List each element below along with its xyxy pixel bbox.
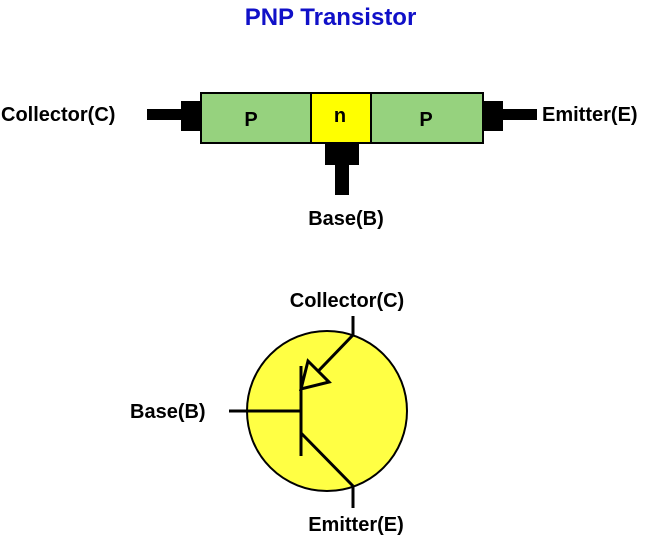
p-region-right: [370, 92, 484, 144]
diagram-title: PNP Transistor: [244, 4, 417, 31]
structure-base-label: Base(B): [308, 208, 384, 230]
collector-lead: [147, 109, 183, 120]
collector-contact: [181, 101, 201, 131]
n-region-label: n: [334, 105, 346, 127]
symbol-emitter-label: Emitter(E): [308, 514, 404, 536]
symbol-emitter-line: [299, 431, 355, 488]
p-region-left-label: P: [244, 109, 257, 131]
symbol-collector-label: Collector(C): [290, 290, 404, 312]
n-region: [310, 92, 372, 144]
structure-collector-label: Collector(C): [1, 104, 115, 126]
base-lead: [335, 163, 349, 195]
structure-emitter-label: Emitter(E): [542, 104, 638, 126]
transistor-symbol: Collector(C) Base(B) Emitter(E): [130, 290, 408, 536]
emitter-contact: [483, 101, 503, 131]
emitter-lead: [501, 109, 537, 120]
layer-structure: P n P Collector(C) Emitter(E) Base(B): [1, 92, 638, 230]
base-contact: [325, 143, 359, 165]
p-region-left: [200, 92, 312, 144]
p-region-right-label: P: [419, 109, 432, 131]
symbol-base-label: Base(B): [130, 401, 206, 423]
symbol-arrow-icon: [298, 358, 332, 392]
